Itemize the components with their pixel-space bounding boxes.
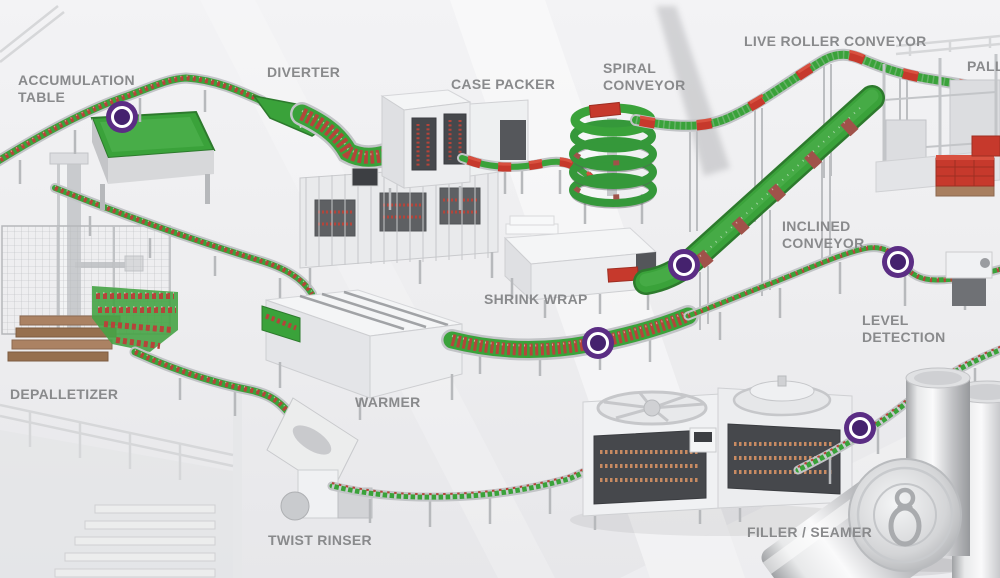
- label-warmer: WARMER: [355, 394, 421, 411]
- label-palletizer: PALLETIZER: [967, 58, 1000, 75]
- case-packer-machine: [380, 89, 529, 210]
- conveyor-to-warmer: [50, 183, 317, 299]
- label-case-packer: CASE PACKER: [451, 76, 555, 93]
- warmer-machine: [261, 289, 463, 420]
- label-filler-seamer: FILLER / SEAMER: [747, 524, 872, 541]
- hotspot-inclined-conveyor[interactable]: [673, 254, 695, 276]
- conveyor-depalletizer-to-rinser: [129, 346, 294, 418]
- hotspot-level-detection[interactable]: [887, 251, 909, 273]
- label-line: DIVERTER: [267, 64, 341, 80]
- conveyor-rinser-to-filler: [327, 465, 593, 527]
- label-line: LEVEL: [862, 312, 909, 328]
- label-line: TWIST RINSER: [268, 532, 372, 548]
- label-line: TABLE: [18, 89, 66, 105]
- hotspot-filler-seamer[interactable]: [849, 417, 871, 439]
- label-line: FILLER / SEAMER: [747, 524, 873, 540]
- hotspot-warmer-discharge[interactable]: [587, 332, 609, 354]
- conveyor-seamer-discharge: [793, 345, 1000, 484]
- label-line: INCLINED: [782, 218, 851, 234]
- palletized-cases: [935, 135, 1000, 197]
- label-line: WARMER: [355, 394, 421, 410]
- label-line: CONVEYOR: [603, 77, 686, 93]
- filler-seamer-machine: [570, 375, 870, 536]
- label-line: CASE PACKER: [451, 76, 556, 92]
- level-detection-sensor: [945, 251, 993, 306]
- palletizer-machine: [875, 34, 1000, 197]
- label-line: DEPALLETIZER: [10, 386, 119, 402]
- label-depalletizer: DEPALLETIZER: [10, 386, 118, 403]
- platform-and-stairs: [0, 5, 242, 578]
- label-line: SPIRAL: [603, 60, 657, 76]
- can-tilted: [761, 458, 962, 578]
- label-line: LIVE ROLLER CONVEYOR: [744, 33, 927, 49]
- label-live-roller-conveyor: LIVE ROLLER CONVEYOR: [744, 33, 927, 50]
- label-line: CONVEYOR: [782, 235, 865, 251]
- label-line: DETECTION: [862, 329, 946, 345]
- hotspot-accumulation-table[interactable]: [111, 106, 133, 128]
- conveyor-accumulation-loop: [0, 72, 268, 184]
- conveyor-diverter-to-casepacker: [290, 102, 406, 170]
- can-bulk: [92, 286, 178, 352]
- label-line: PALLETIZER: [967, 58, 1000, 74]
- twist-rinser-machine: [266, 397, 373, 521]
- conveyor-level-detection: [683, 243, 1000, 340]
- depalletizer-machine: [1, 152, 178, 362]
- case-packer-cage: [299, 163, 499, 288]
- giant-cans: [761, 367, 1000, 578]
- label-diverter: DIVERTER: [267, 64, 340, 81]
- label-line: ACCUMULATION: [18, 72, 135, 88]
- staircase: [54, 504, 216, 578]
- label-line: SHRINK WRAP: [484, 291, 588, 307]
- pull-tab: [888, 487, 922, 547]
- label-twist-rinser: TWIST RINSER: [268, 532, 372, 549]
- label-shrink-wrap: SHRINK WRAP: [484, 291, 588, 308]
